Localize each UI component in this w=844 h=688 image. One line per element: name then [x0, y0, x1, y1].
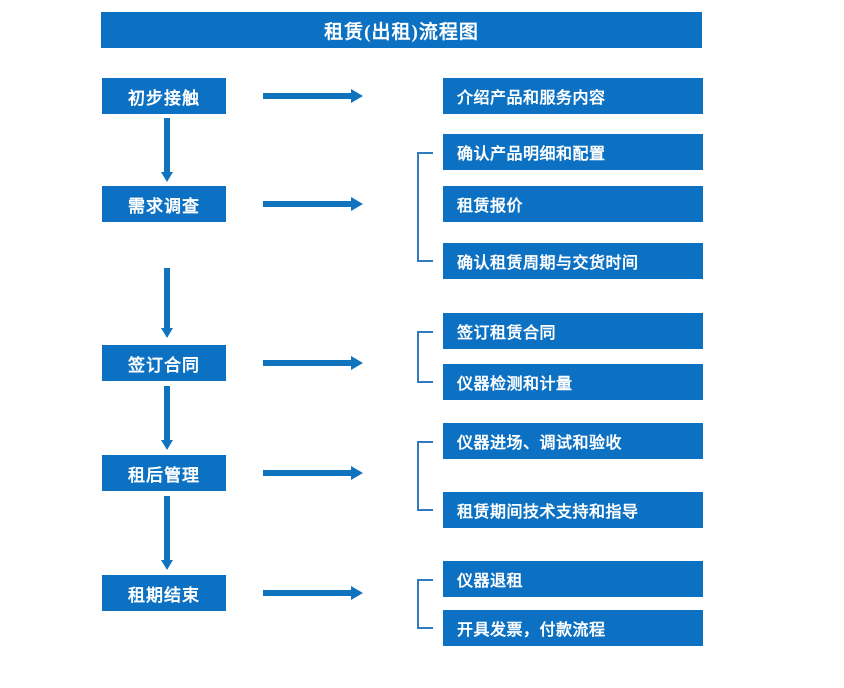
detail-box-10[interactable]: 开具发票，付款流程 — [443, 610, 703, 646]
arrow-right-icon-4 — [263, 466, 363, 480]
detail-box-1[interactable]: 介绍产品和服务内容 — [443, 78, 703, 114]
arrow-stem — [263, 201, 351, 207]
arrow-right-icon-5 — [263, 586, 363, 600]
arrow-right-icon-3 — [263, 356, 363, 370]
arrow-stem — [263, 93, 351, 99]
stage-box-5[interactable]: 租期结束 — [102, 575, 226, 611]
page-title: 租赁(出租)流程图 — [101, 12, 702, 48]
bracket-icon-group-5 — [417, 579, 433, 629]
detail-box-9[interactable]: 仪器退租 — [443, 561, 703, 597]
arrow-head — [351, 356, 363, 370]
detail-box-2[interactable]: 确认产品明细和配置 — [443, 134, 703, 170]
detail-box-4[interactable]: 确认租赁周期与交货时间 — [443, 243, 703, 279]
arrow-right-icon-1 — [263, 89, 363, 103]
arrow-stem — [263, 590, 351, 596]
stage-box-2[interactable]: 需求调查 — [102, 186, 226, 222]
arrow-head — [161, 328, 173, 338]
detail-box-7[interactable]: 仪器进场、调试和验收 — [443, 423, 703, 459]
bracket-icon-group-3 — [417, 331, 433, 383]
bracket-icon-group-4 — [417, 441, 433, 511]
arrow-stem — [164, 386, 170, 440]
arrow-head — [161, 172, 173, 182]
arrow-stem — [164, 268, 170, 328]
arrow-head — [351, 466, 363, 480]
detail-box-3[interactable]: 租赁报价 — [443, 186, 703, 222]
bracket-icon-group-2 — [417, 152, 433, 262]
arrow-head — [351, 89, 363, 103]
arrow-head — [351, 586, 363, 600]
stage-box-4[interactable]: 租后管理 — [102, 455, 226, 491]
arrow-stem — [164, 118, 170, 172]
arrow-stem — [263, 360, 351, 366]
arrow-head — [161, 560, 173, 570]
arrow-head — [161, 440, 173, 450]
detail-box-5[interactable]: 签订租赁合同 — [443, 313, 703, 349]
stage-box-3[interactable]: 签订合同 — [102, 345, 226, 381]
detail-box-6[interactable]: 仪器检测和计量 — [443, 364, 703, 400]
detail-box-8[interactable]: 租赁期间技术支持和指导 — [443, 492, 703, 528]
stage-box-1[interactable]: 初步接触 — [102, 78, 226, 114]
arrow-head — [351, 197, 363, 211]
arrow-right-icon-2 — [263, 197, 363, 211]
arrow-stem — [263, 470, 351, 476]
arrow-stem — [164, 496, 170, 560]
